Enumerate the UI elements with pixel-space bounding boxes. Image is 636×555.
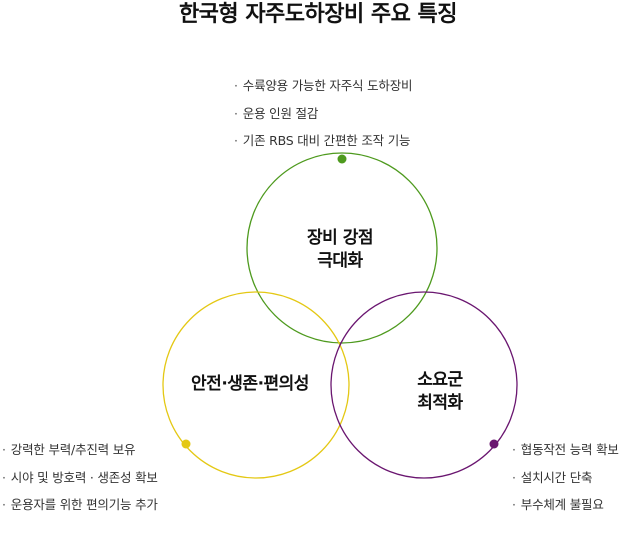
bullet-list-top: 수륙양용 가능한 자주식 도하장비 운용 인원 절감 기존 RBS 대비 간편한… — [234, 76, 413, 159]
circle-label-line: 극대화 — [317, 251, 363, 271]
marker-dot-left — [181, 439, 191, 449]
circle-left — [162, 291, 350, 479]
bullet-item: 기존 RBS 대비 간편한 조작 기능 — [234, 131, 412, 159]
bullet-item: 수륙양용 가능한 자주식 도하장비 — [234, 76, 413, 104]
bullet-item: 부수체계 불필요 — [512, 495, 619, 523]
bullet-list-right: 협동작전 능력 확보 설치시간 단축 부수체계 불필요 — [512, 440, 619, 523]
circle-right — [330, 291, 518, 479]
circle-label-line: 최적화 — [417, 393, 463, 413]
circle-label-top: 장비 강점 극대화 — [240, 227, 440, 273]
bullet-item: 시야 및 방호력 · 생존성 확보 — [2, 468, 158, 496]
bullet-item: 협동작전 능력 확보 — [512, 440, 619, 468]
bullet-item: 강력한 부력/추진력 보유 — [2, 440, 158, 468]
bullet-list-left: 강력한 부력/추진력 보유 시야 및 방호력 · 생존성 확보 운용자를 위한 … — [2, 440, 158, 523]
circle-label-line: 장비 강점 — [307, 228, 373, 248]
circle-label-right: 소요군 최적화 — [340, 369, 540, 415]
bullet-item: 운용자를 위한 편의기능 추가 — [2, 495, 158, 523]
bullet-item: 설치시간 단축 — [512, 468, 619, 496]
circle-label-line: 안전·생존·편의성 — [191, 374, 309, 394]
marker-dot-right — [489, 439, 499, 449]
circle-label-left: 안전·생존·편의성 — [150, 373, 350, 396]
circle-label-line: 소요군 — [417, 370, 463, 390]
diagram-title: 한국형 자주도하장비 주요 특징 — [178, 2, 458, 27]
bullet-item: 운용 인원 절감 — [234, 104, 412, 132]
